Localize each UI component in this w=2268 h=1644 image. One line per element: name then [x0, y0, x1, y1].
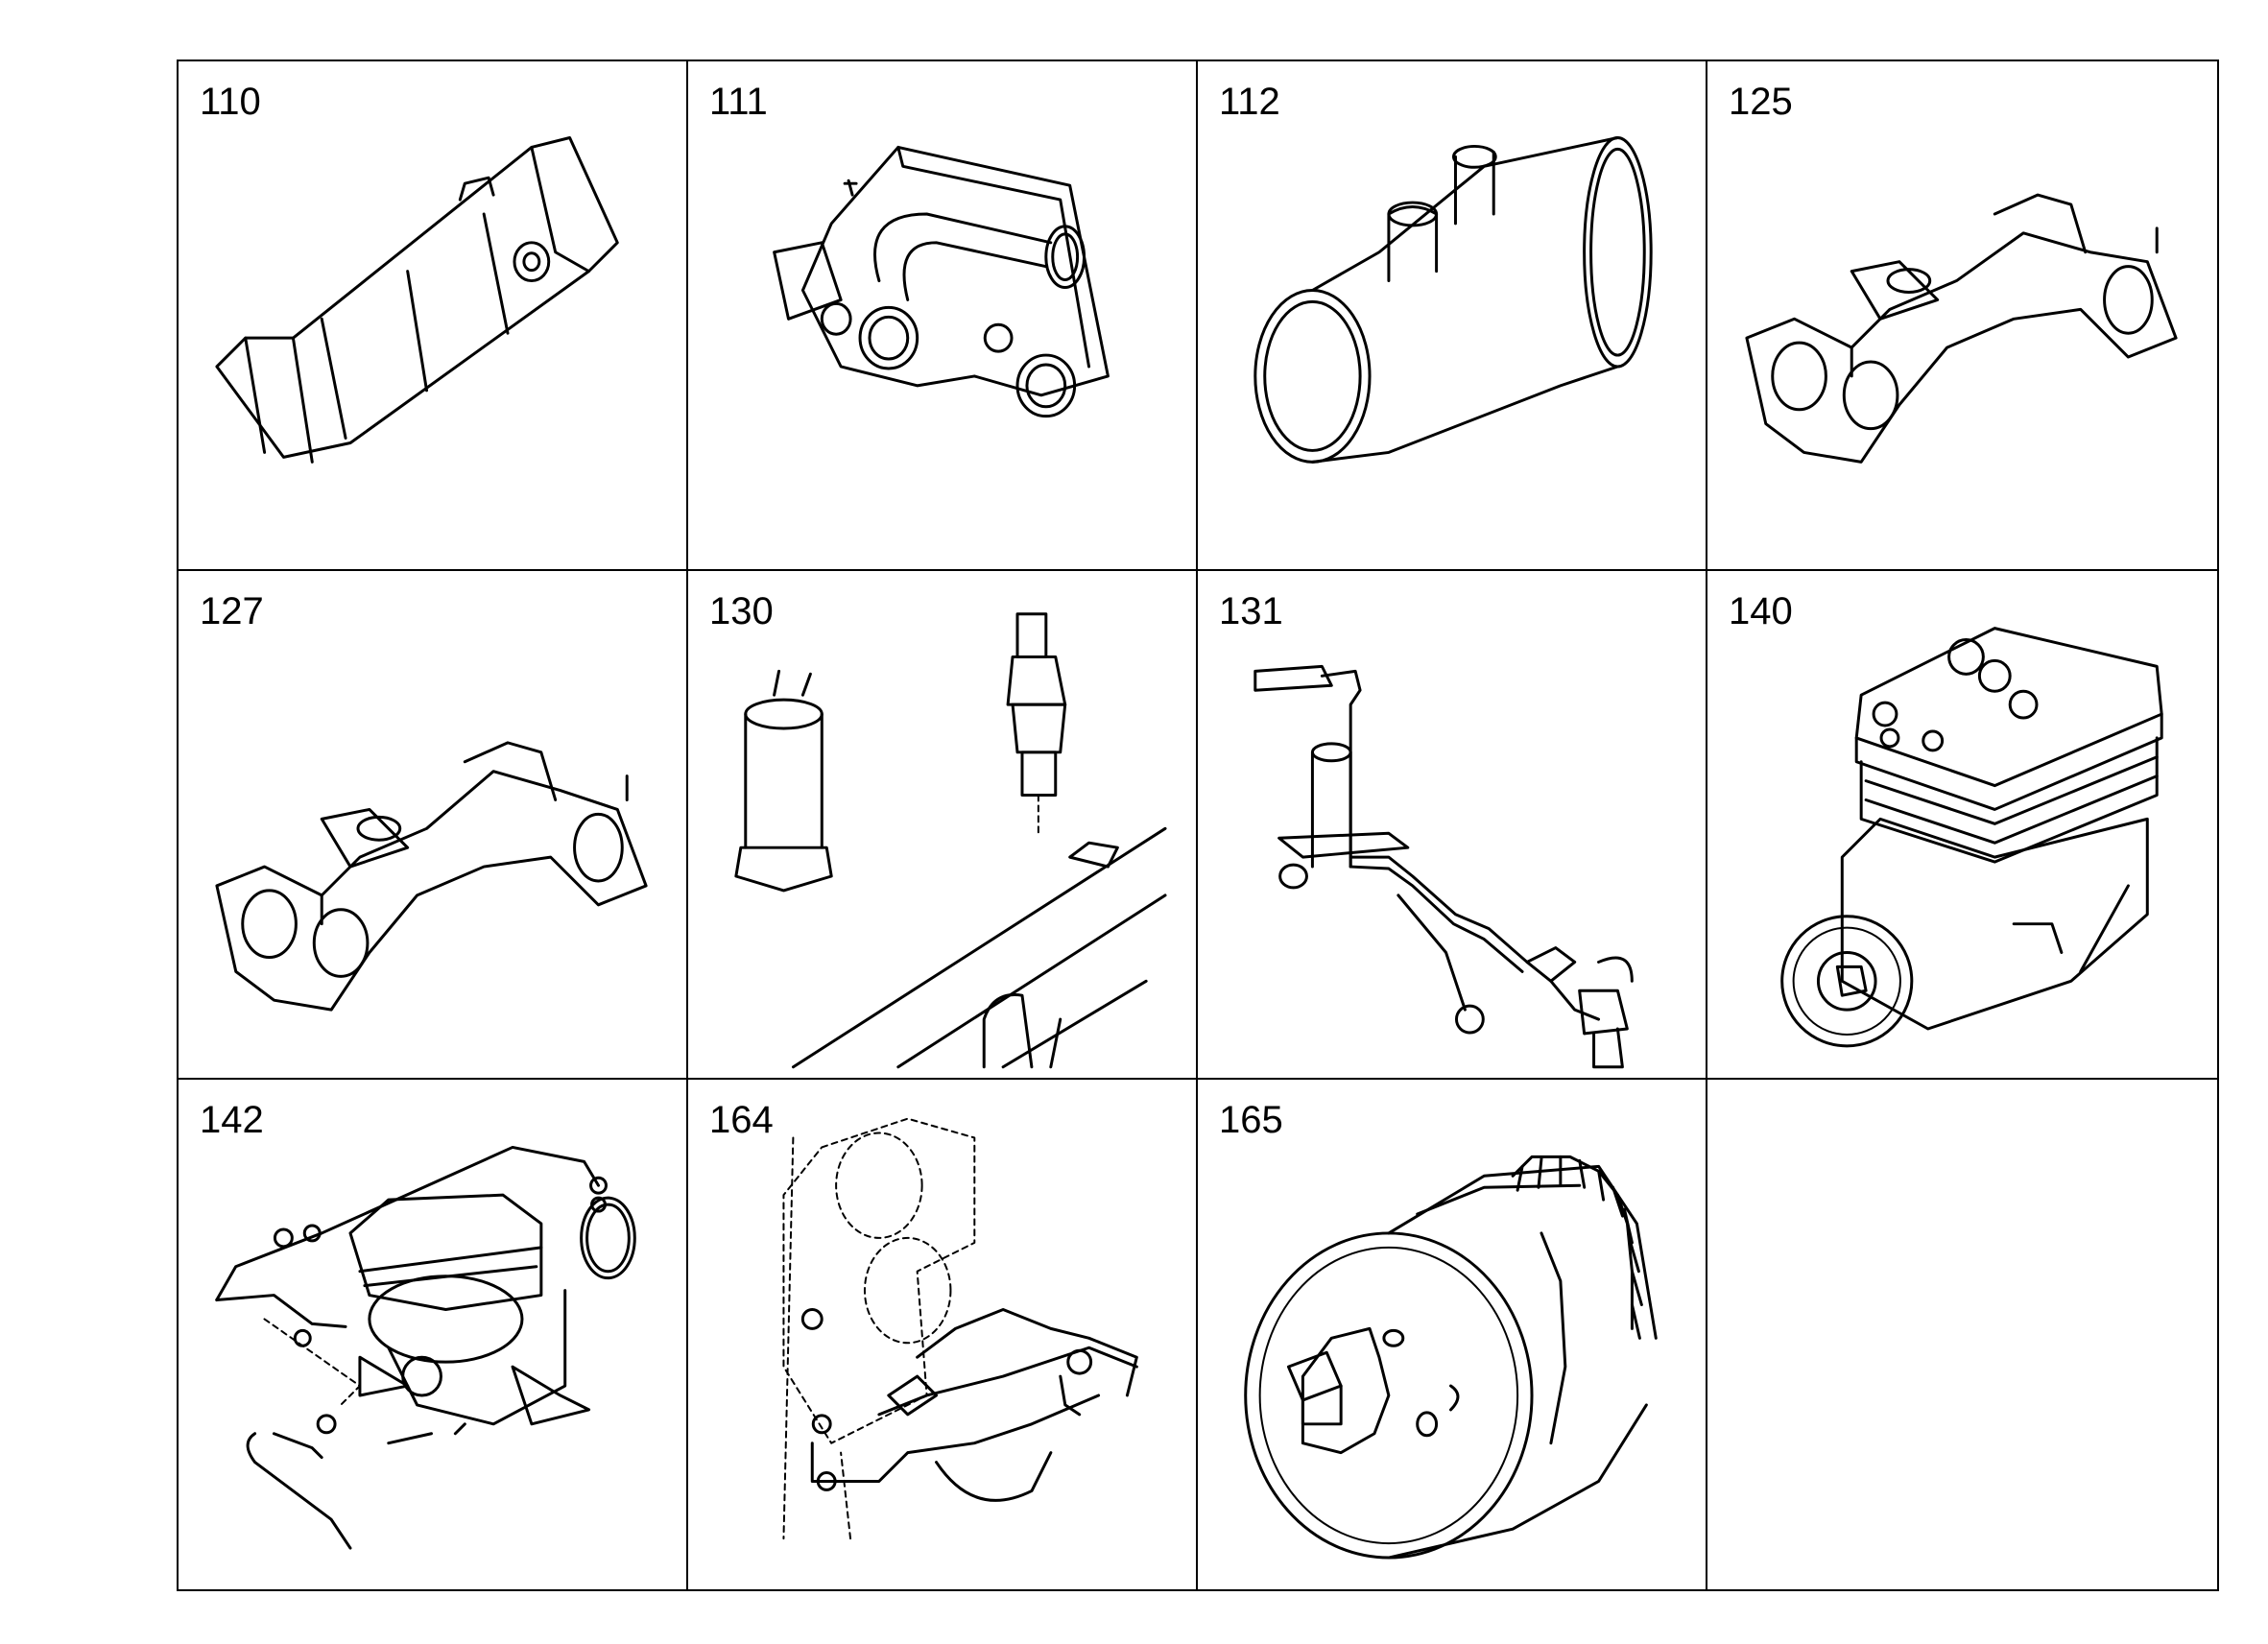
part-number: 164 [709, 1099, 774, 1142]
exhaust-manifold-icon [215, 741, 648, 1012]
parts-grid: 110 111 112 [177, 60, 2219, 1591]
part-cell-164[interactable]: 164 [688, 1080, 1198, 1589]
part-cell-127[interactable]: 127 [179, 570, 688, 1081]
part-cell-110[interactable]: 110 [179, 61, 688, 571]
part-cell-112[interactable]: 112 [1198, 61, 1707, 571]
part-number: 111 [709, 81, 768, 123]
part-number: 140 [1729, 589, 1793, 632]
empty-cell [1707, 1080, 2217, 1589]
exhaust-manifold-icon [1745, 193, 2178, 464]
part-number: 142 [200, 1099, 264, 1142]
part-number: 165 [1219, 1099, 1283, 1142]
part-cell-165[interactable]: 165 [1198, 1080, 1707, 1589]
part-number: 130 [709, 589, 774, 632]
thermostat-housing-icon [773, 145, 1110, 418]
sensor-harness-icon [1253, 664, 1634, 1068]
glow-plug-and-sensor-icon [734, 611, 1167, 1068]
part-cell-140[interactable]: 140 [1707, 571, 2217, 1081]
air-compressor-assembly-icon [215, 1146, 636, 1550]
air-intake-pipe-icon [1253, 136, 1653, 464]
part-cell-111[interactable]: 111 [688, 61, 1198, 571]
exhaust-manifold-cover-icon [215, 136, 619, 464]
part-cell-125[interactable]: 125 [1707, 61, 2217, 571]
part-cell-130[interactable]: 130 [688, 570, 1198, 1081]
part-number: 127 [200, 589, 264, 632]
fan-clutch-icon [1244, 1156, 1658, 1560]
engine-block-bracket-icon [782, 1117, 1138, 1540]
part-number: 110 [200, 81, 261, 123]
part-number: 112 [1219, 81, 1280, 123]
part-number: 125 [1729, 81, 1793, 123]
air-compressor-icon [1780, 626, 2163, 1048]
part-cell-131[interactable]: 131 [1198, 570, 1707, 1081]
part-number: 131 [1219, 589, 1283, 632]
part-cell-142[interactable]: 142 [179, 1080, 688, 1589]
